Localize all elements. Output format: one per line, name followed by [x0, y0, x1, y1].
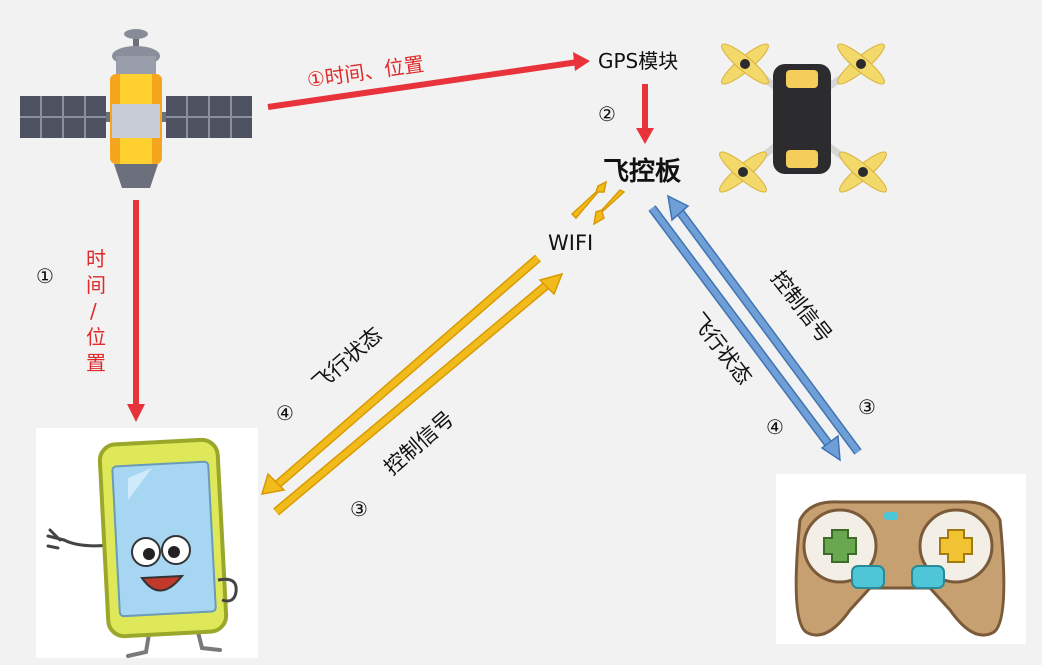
wifi-fc-arrows: [570, 180, 626, 226]
control-signal-to-wifi-arrow: [273, 272, 564, 516]
rc-flight-status-step-number: ④: [766, 415, 784, 439]
satellite-to-phone-char: /: [90, 299, 97, 323]
drone-icon: [719, 43, 887, 193]
satellite-to-gps-arrow: [267, 59, 579, 110]
satellite-to-phone-arrowhead: [127, 404, 145, 422]
smartphone-character-icon: [36, 428, 258, 658]
satellite-icon: [20, 29, 252, 188]
flight-controller-label: 飞控板: [603, 157, 681, 187]
satellite-to-phone-char: 间: [86, 273, 106, 297]
rc-control-signal-step-number: ③: [858, 395, 876, 419]
gps-to-fc-arrowhead: [636, 128, 654, 144]
control-signal-to-fc-arrow: [667, 194, 862, 455]
satellite-to-gps-arrowhead: [573, 52, 590, 71]
phone-control-signal-step-number: ③: [350, 497, 368, 521]
rc-flight-status-label: 飞行状态: [686, 308, 757, 389]
satellite-to-phone-label: 时 间 / 位 置: [86, 247, 106, 375]
wifi-label: WIFI: [548, 231, 593, 255]
satellite-to-phone-char: 位: [86, 325, 106, 349]
game-controller-icon: [776, 474, 1026, 644]
gps-module-label: GPS模块: [598, 49, 678, 73]
flight-status-to-phone-arrow: [260, 254, 541, 495]
gps-to-fc-step-number: ②: [598, 102, 616, 126]
satellite-to-phone-step-number: ①: [36, 264, 54, 288]
phone-flight-status-label: 飞行状态: [308, 323, 387, 396]
phone-flight-status-step-number: ④: [276, 401, 294, 425]
flight-status-to-controller-arrow: [648, 205, 841, 462]
satellite-to-phone-char: 时: [86, 247, 106, 271]
satellite-to-phone-char: 置: [86, 351, 106, 375]
